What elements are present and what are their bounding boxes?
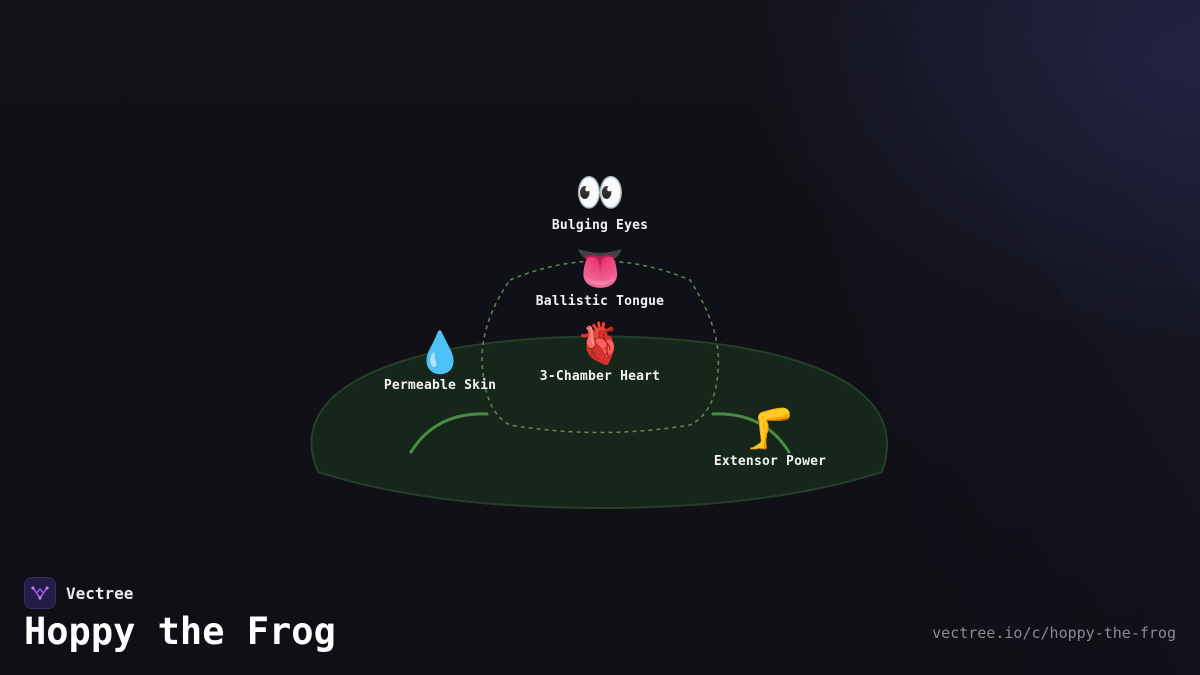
node-ballistic-tongue[interactable]: 👅 Ballistic Tongue: [536, 246, 664, 309]
droplet-icon: 💧: [415, 330, 465, 376]
node-label: Permeable Skin: [383, 378, 497, 393]
brand[interactable]: Vectree: [24, 577, 133, 609]
node-3-chamber-heart[interactable]: 🫀 3-Chamber Heart: [540, 321, 660, 384]
node-label: Extensor Power: [713, 454, 827, 469]
node-bulging-eyes[interactable]: 👀 Bulging Eyes: [552, 170, 648, 233]
node-label: Bulging Eyes: [551, 218, 649, 233]
node-permeable-skin[interactable]: 💧 Permeable Skin: [384, 330, 496, 393]
right-leg-curve: [711, 412, 791, 454]
anatomical-heart-icon: 🫀: [575, 321, 625, 367]
node-label: 3-Chamber Heart: [539, 369, 661, 384]
source-url[interactable]: vectree.io/c/hoppy-the-frog: [932, 624, 1176, 642]
brand-name: Vectree: [66, 583, 134, 603]
page-title: Hoppy the Frog: [24, 610, 336, 653]
node-label: Ballistic Tongue: [535, 294, 665, 309]
node-extensor-power[interactable]: 🦵 Extensor Power: [714, 406, 826, 469]
frog-body-shape: [310, 335, 888, 510]
eyes-icon: 👀: [575, 170, 625, 216]
tongue-icon: 👅: [575, 246, 625, 292]
branching-tree-icon: [24, 577, 56, 609]
head-dashed-outline: [481, 260, 720, 434]
left-leg-curve: [409, 412, 489, 454]
leg-icon: 🦵: [745, 406, 795, 452]
